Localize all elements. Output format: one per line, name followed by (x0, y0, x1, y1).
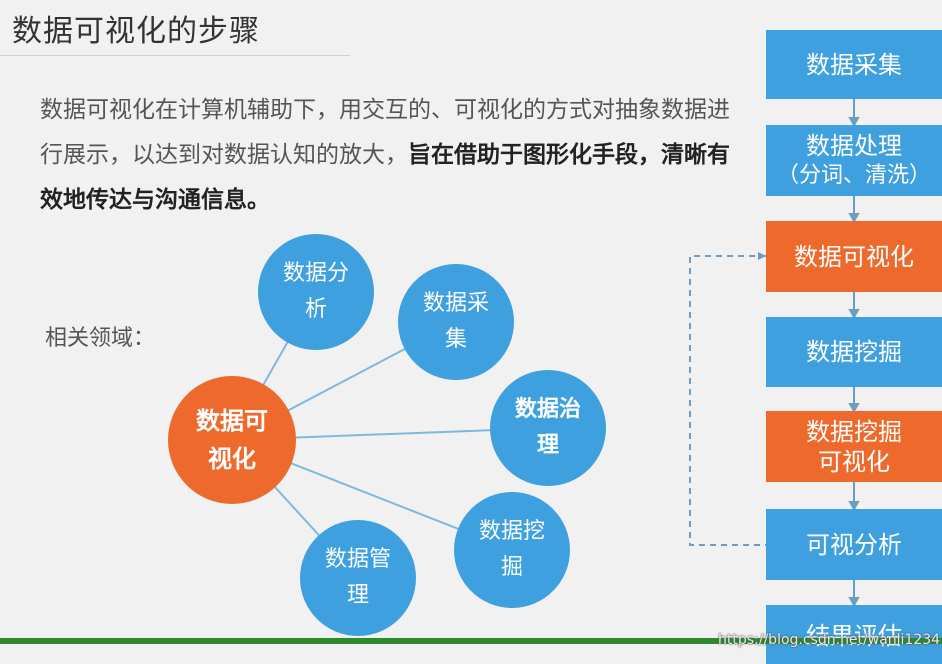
satellite-label-data-management: 数据管理 (324, 547, 391, 608)
flow-step-data-processing: 数据处理（分词、清洗） (766, 125, 942, 196)
center-circle (168, 376, 296, 504)
satellite-circle (398, 264, 514, 380)
arrow-right-icon (758, 252, 766, 260)
related-fields-label: 相关领域： (45, 326, 156, 351)
satellite-circle (300, 520, 416, 636)
flow-step-data-visualization: 数据可视化 (766, 221, 942, 292)
flow-arrows (848, 99, 860, 608)
satellite-label-data-collection: 数据采集 (422, 291, 489, 352)
flow-step-data-collection: 数据采集 (766, 30, 942, 99)
satellite-label-data-mining: 数据挖掘 (478, 519, 545, 580)
flow-step-result-evaluation: 结果评估 (766, 605, 942, 664)
satellite-circle (490, 370, 606, 486)
satellite-label-data-analysis: 数据分析 (282, 261, 349, 322)
satellite-circle (258, 234, 374, 350)
description-bold-text: 旨在借助于图形化手段，清晰有效地传达与沟通信息。 (40, 142, 730, 213)
feedback-dashed-line (689, 255, 766, 546)
flow-step-mining-visualization: 数据挖掘可视化 (766, 411, 942, 482)
title-divider (0, 55, 350, 56)
flow-step-visual-analysis: 可视分析 (766, 509, 942, 580)
center-circle-label: 数据可视化 (196, 407, 268, 473)
description-text: 数据可视化在计算机辅助下，用交互的、可视化的方式对抽象数据进行展示，以达到对数据… (40, 97, 730, 168)
watermark: https://blog.csdn.net/wanli1234 (718, 632, 941, 648)
satellite-label-data-governance: 数据治理 (514, 397, 581, 458)
page-title: 数据可视化的步骤 (12, 14, 260, 49)
bottom-green-bar (0, 638, 942, 644)
description: 数据可视化在计算机辅助下，用交互的、可视化的方式对抽象数据进行展示，以达到对数据… (40, 88, 730, 223)
satellite-circle (454, 492, 570, 608)
flow-step-data-mining: 数据挖掘 (766, 317, 942, 387)
